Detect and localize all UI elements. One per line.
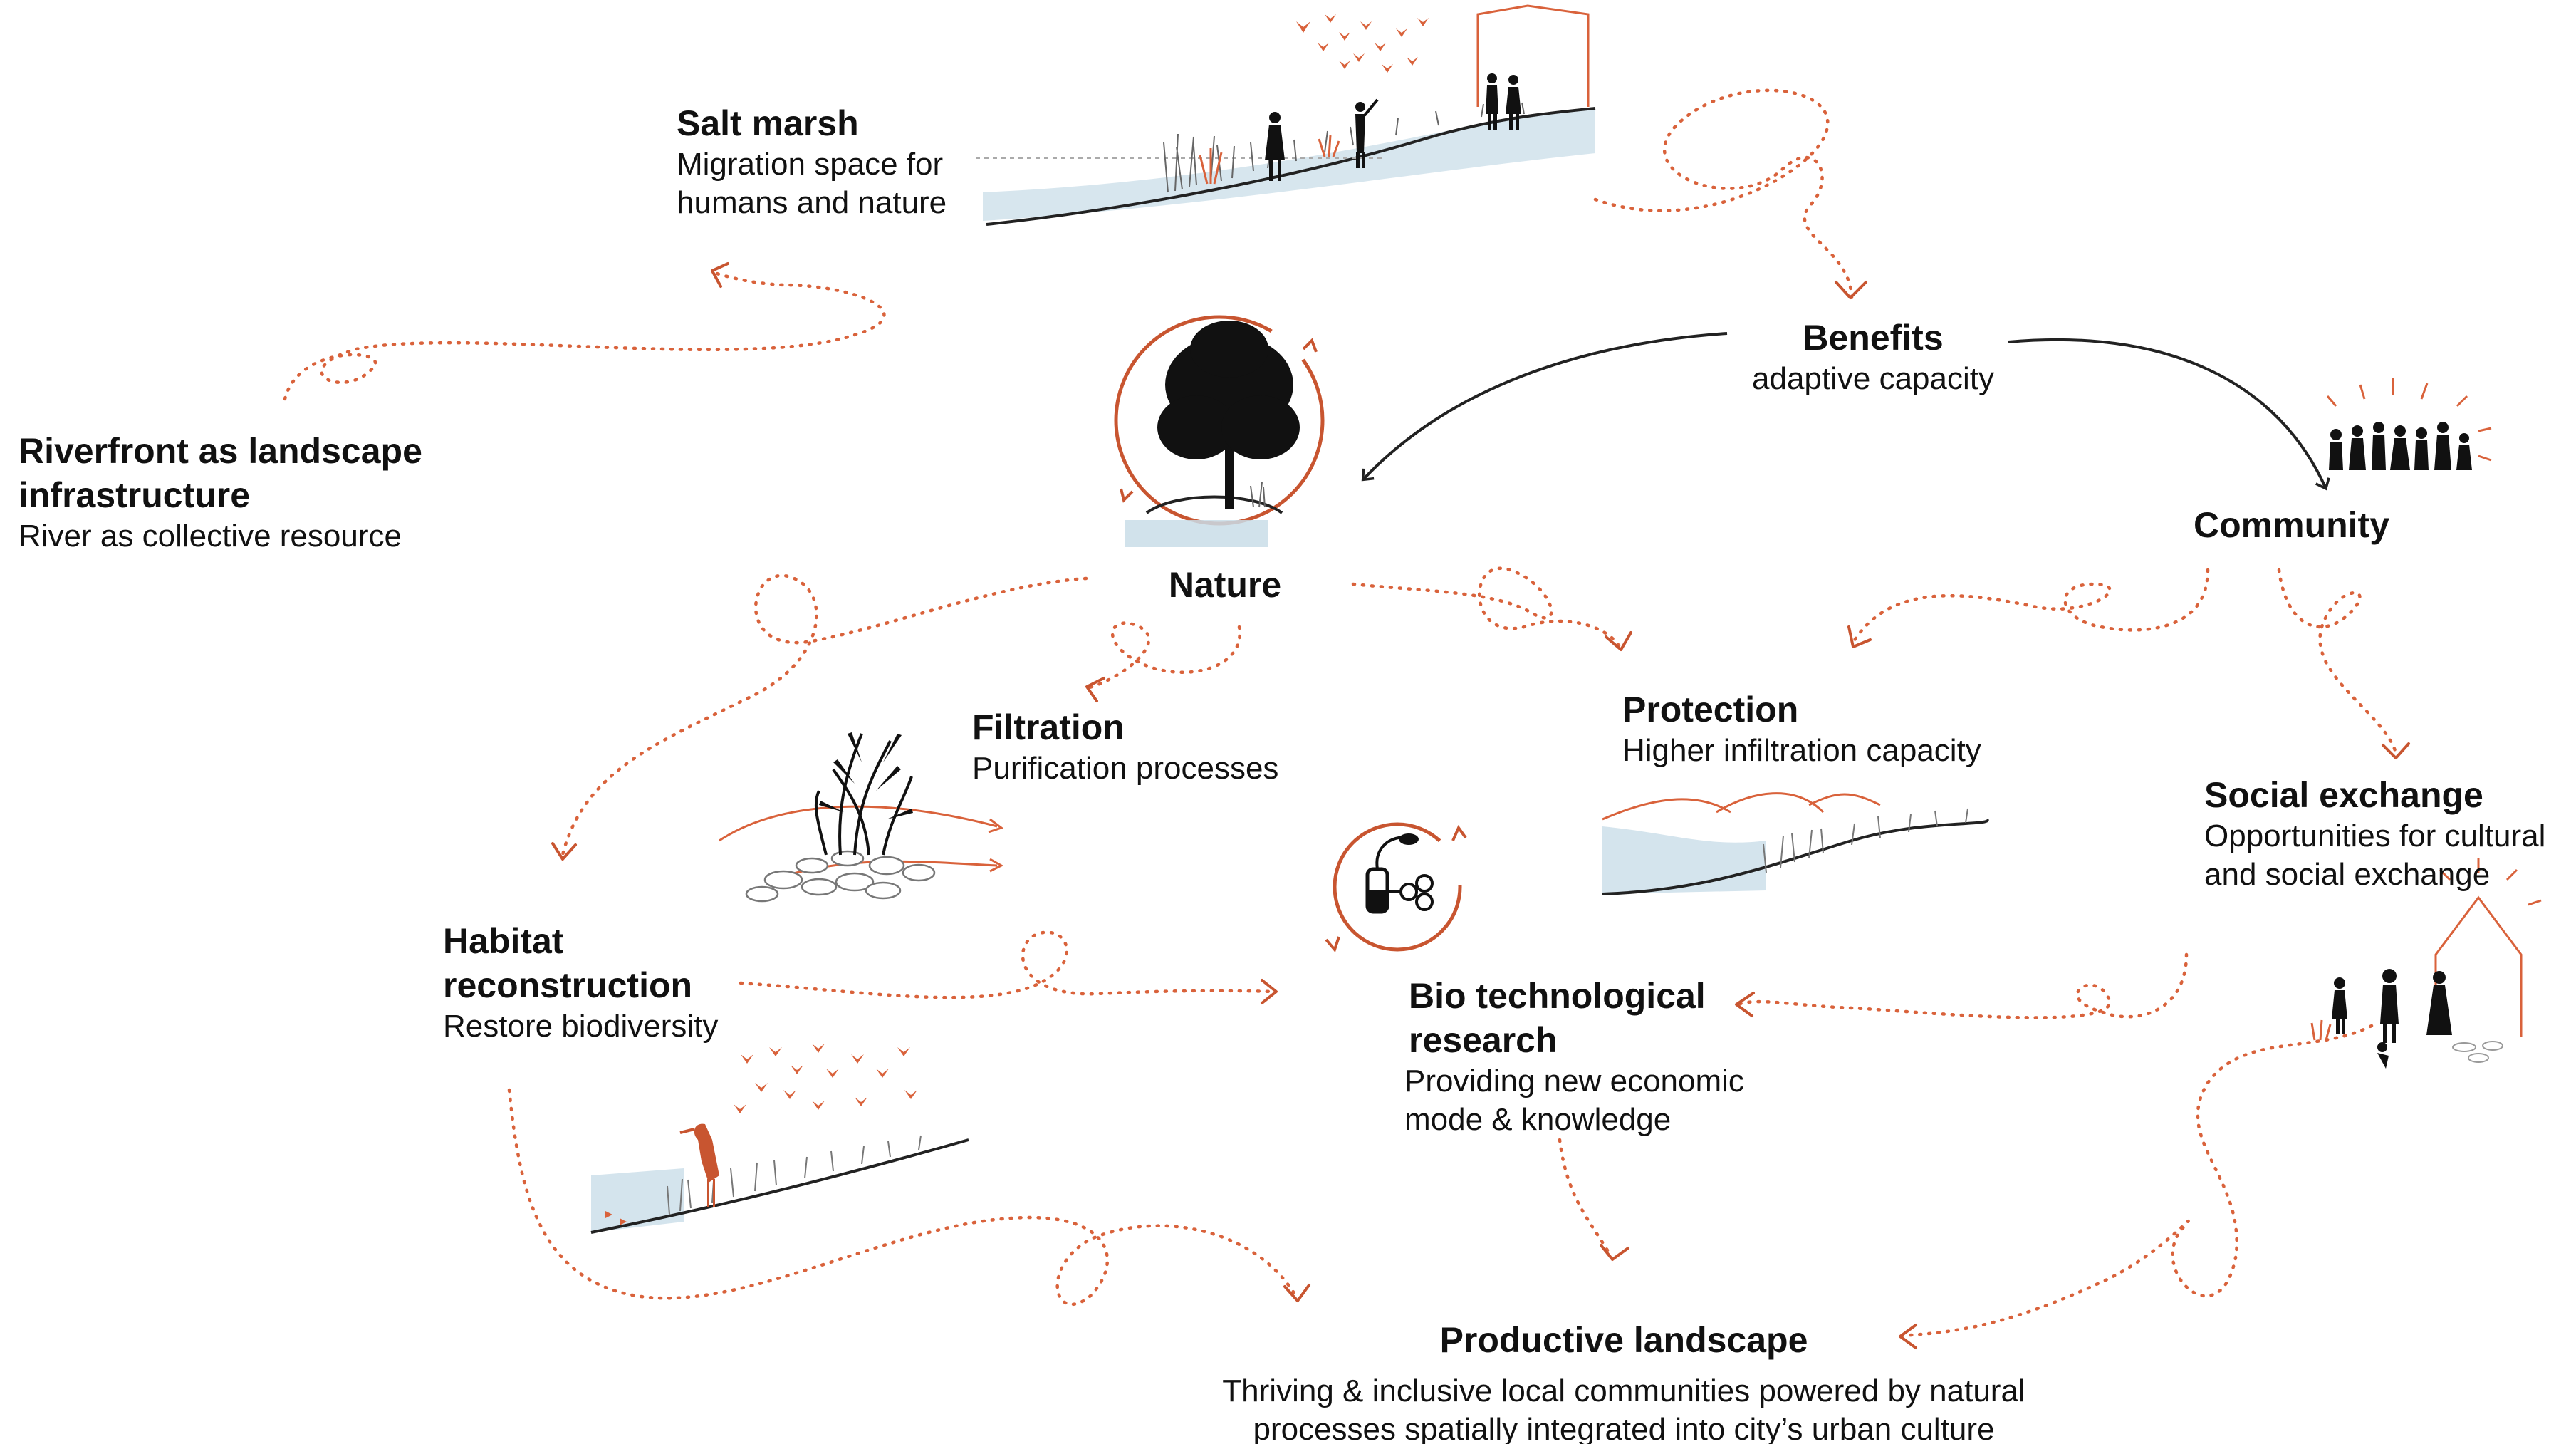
arrowhead	[1835, 281, 1867, 299]
habitat-title-1: Habitat	[443, 921, 564, 961]
benefits-title: Benefits	[1803, 318, 1944, 358]
nature-to-habitat-path	[560, 573, 1088, 857]
salt-marsh-sub-1: Migration space for	[677, 147, 944, 182]
nature-to-protection-path	[1351, 566, 1622, 650]
saltmarsh-to-benefits-path	[1593, 88, 1854, 301]
riverfront-title-2: infrastructure	[19, 475, 251, 515]
riverfront-sub: River as collective resource	[19, 519, 402, 554]
productive-title: Productive landscape	[1439, 1320, 1808, 1360]
habitat-sub: Restore biodiversity	[443, 1009, 719, 1044]
reeds-illustration	[719, 732, 1004, 903]
salt-marsh-title: Salt marsh	[677, 103, 859, 143]
productive-sub-1: Thriving & inclusive local communities p…	[1222, 1373, 2025, 1408]
nature-node: Nature	[1111, 563, 1339, 607]
biotech-sub-1: Providing new economic	[1404, 1064, 1744, 1098]
social-house-illustration	[2310, 858, 2542, 1069]
arrowhead	[1600, 1244, 1629, 1261]
arrowhead	[2382, 742, 2410, 759]
community-to-social-path	[2277, 568, 2399, 757]
social-to-productive-path	[1899, 1024, 2374, 1338]
riverfront-to-saltmarsh-path	[283, 270, 886, 401]
community-node: Community	[2194, 503, 2389, 547]
filtration-sub: Purification processes	[972, 751, 1279, 786]
community-to-protection-path	[1850, 568, 2210, 647]
benefits-to-nature-arrow	[1361, 332, 1728, 482]
birds-icon	[734, 1044, 917, 1113]
salt-marsh-illustration	[976, 4, 1596, 226]
arrowhead	[1847, 625, 1872, 648]
productive-sub-2: processes spatially integrated into city…	[1253, 1412, 1995, 1444]
filtration-node: Filtration Purification processes	[972, 705, 1278, 788]
benefits-sub: adaptive capacity	[1752, 361, 1994, 396]
social-to-biotech-path	[1736, 952, 2189, 1019]
habitat-node: Habitat reconstruction Restore biodivers…	[443, 919, 718, 1046]
biotech-sub-2: mode & knowledge	[1404, 1102, 1672, 1137]
protection-node: Protection Higher infiltration capacity	[1622, 687, 1981, 770]
habitat-to-biotech-path	[739, 930, 1277, 999]
tree-icon	[1114, 315, 1325, 547]
biotech-title-1: Bio technological	[1409, 976, 1706, 1016]
nature-title: Nature	[1168, 565, 1282, 605]
riverfront-node: Riverfront as landscape infrastructure R…	[19, 429, 422, 556]
salt-marsh-sub-2: humans and nature	[677, 185, 947, 220]
biotech-to-productive-path	[1558, 1138, 1612, 1256]
arrowhead	[1261, 979, 1278, 1004]
habitat-to-productive-path	[507, 1088, 1298, 1307]
arrowhead	[1605, 631, 1632, 651]
arrowhead	[551, 842, 577, 861]
community-title: Community	[2194, 505, 2389, 545]
arrowhead	[1735, 992, 1755, 1017]
productive-landscape-node: Productive landscape Thriving & inclusiv…	[1111, 1318, 2137, 1444]
filtration-title: Filtration	[972, 707, 1125, 747]
habitat-title-2: reconstruction	[443, 965, 693, 1005]
social-exchange-sub-2: and social exchange	[2204, 857, 2491, 892]
protection-illustration	[1602, 792, 1989, 895]
riverfront-title-1: Riverfront as landscape	[19, 431, 422, 471]
benefits-node: Benefits adaptive capacity	[1724, 316, 2023, 398]
social-exchange-sub-1: Opportunities for cultural	[2204, 819, 2546, 853]
social-exchange-node: Social exchange Opportunities for cultur…	[2204, 773, 2545, 894]
heron-habitat-illustration	[590, 1123, 969, 1234]
nature-to-filtration-path	[1088, 621, 1241, 690]
biotech-title-2: research	[1409, 1020, 1558, 1060]
biotech-node: Bio technological research Providing new…	[1404, 974, 1744, 1139]
community-people-icon	[2326, 378, 2492, 470]
arrowhead	[1283, 1284, 1310, 1302]
arrowhead	[1085, 677, 1105, 702]
benefits-to-community-arrow	[2008, 338, 2330, 491]
social-exchange-title: Social exchange	[2204, 775, 2483, 815]
protection-title: Protection	[1622, 690, 1799, 729]
salt-marsh-node: Salt marsh Migration space for humans an…	[677, 101, 947, 222]
protection-sub: Higher infiltration capacity	[1622, 733, 1981, 768]
biotech-icon	[1325, 822, 1467, 952]
birds-icon	[1296, 14, 1429, 73]
arrowhead	[1899, 1324, 1917, 1349]
arrowhead	[711, 262, 729, 288]
